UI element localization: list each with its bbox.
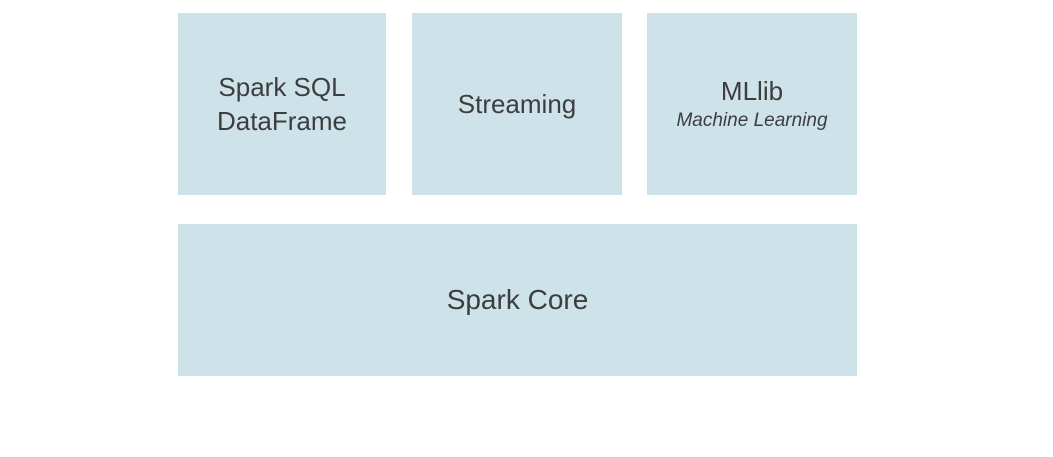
spark-core-label: Spark Core [446,284,589,315]
mllib-title: MLlib [720,76,784,106]
diagram-box-spark-core: Spark Core [178,224,857,376]
spark-sql-label-line1: Spark SQL [218,72,346,102]
mllib-subtitle: Machine Learning [676,110,828,131]
diagram-box-mllib: MLlib Machine Learning [647,13,857,195]
diagram-box-streaming: Streaming [412,13,622,195]
streaming-label: Streaming [457,89,577,119]
spark-sql-label: Spark SQL DataFrame [217,70,347,138]
diagram-box-spark-sql: Spark SQL DataFrame [178,13,386,195]
spark-sql-label-line2: DataFrame [216,106,348,136]
